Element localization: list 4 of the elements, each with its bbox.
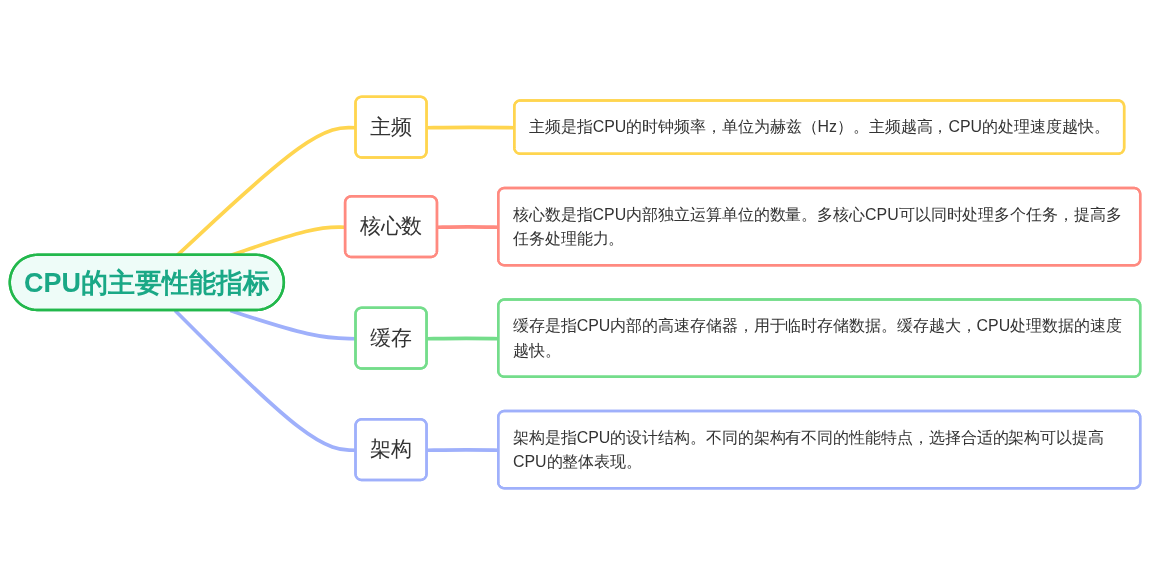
connector [427, 336, 499, 341]
connector [427, 125, 515, 130]
connector [427, 448, 499, 453]
connector [437, 225, 499, 230]
